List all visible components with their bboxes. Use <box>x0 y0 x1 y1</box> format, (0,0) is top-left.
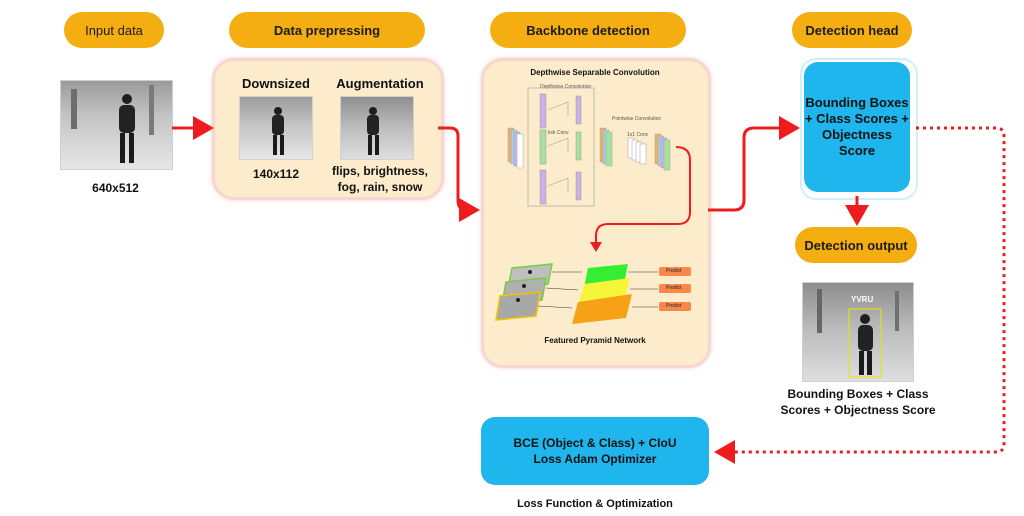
augmented-image <box>340 96 414 160</box>
input-image-figure <box>71 85 154 163</box>
fpn-title: Featured Pyramid Network <box>544 336 646 345</box>
downsized-image-figure <box>272 107 284 155</box>
arrow-head-to-loss-dotted <box>714 126 1006 464</box>
fpn-feature-maps <box>572 264 632 324</box>
dsc-pointwise-kernels <box>627 137 647 165</box>
kxk-label: kxk Conv <box>548 130 569 136</box>
dsc-title: Depthwise Separable Convolution <box>530 68 660 77</box>
output-image: YVRU <box>802 282 914 382</box>
output-image-figure <box>817 289 899 378</box>
arrow-preprocess-to-backbone <box>438 126 480 222</box>
fpn-predict-label-3: Predict <box>666 303 682 309</box>
loss-caption: Loss Function & Optimization <box>517 498 673 510</box>
head-box: Bounding Boxes + Class Scores + Objectne… <box>804 62 910 192</box>
augmentation-list: flips, brightness, fog, rain, snow <box>331 164 428 194</box>
fpn-predict-label-1: Predict <box>666 268 682 274</box>
dsc-input-stack <box>507 127 524 169</box>
stage-input-pill: Input data <box>64 12 164 48</box>
stage-preprocess-pill: Data prepressing <box>229 12 425 48</box>
input-size-label: 640x512 <box>92 181 139 195</box>
dsc-middle-stack <box>599 127 613 167</box>
output-box-tag: YVRU <box>851 295 874 304</box>
downsized-title: Downsized <box>242 76 310 91</box>
downsized-size-label: 140x112 <box>252 167 300 181</box>
onebyone-label: 1x1 Conv <box>627 132 649 138</box>
stage-backbone-pill: Backbone detection <box>490 12 686 48</box>
fpn-predict-boxes <box>659 267 691 311</box>
fpn-arrows <box>537 271 658 309</box>
downsized-image <box>239 96 313 160</box>
stage-output-pill: Detection output <box>795 227 917 263</box>
dsc-output-stack <box>654 133 671 171</box>
pointwise-label: Pointwise Convolution <box>612 116 662 122</box>
fpn-predict-label-2: Predict <box>666 285 682 291</box>
stage-head-pill: Detection head <box>792 12 912 48</box>
input-image <box>60 80 173 170</box>
arrow-backbone-to-head <box>708 116 800 212</box>
loss-box: BCE (Object & Class) + CIoU Loss Adam Op… <box>481 417 709 485</box>
augmentation-title: Augmentation <box>336 76 424 91</box>
depthwise-label: Depthwise Convolution <box>540 84 592 90</box>
output-caption: Bounding Boxes + Class Scores + Objectne… <box>780 387 936 417</box>
fpn-input-images <box>495 263 553 321</box>
augmented-image-figure <box>367 107 379 155</box>
dsc-depthwise-slices <box>539 93 582 205</box>
arrow-dsc-to-fpn <box>590 146 691 252</box>
